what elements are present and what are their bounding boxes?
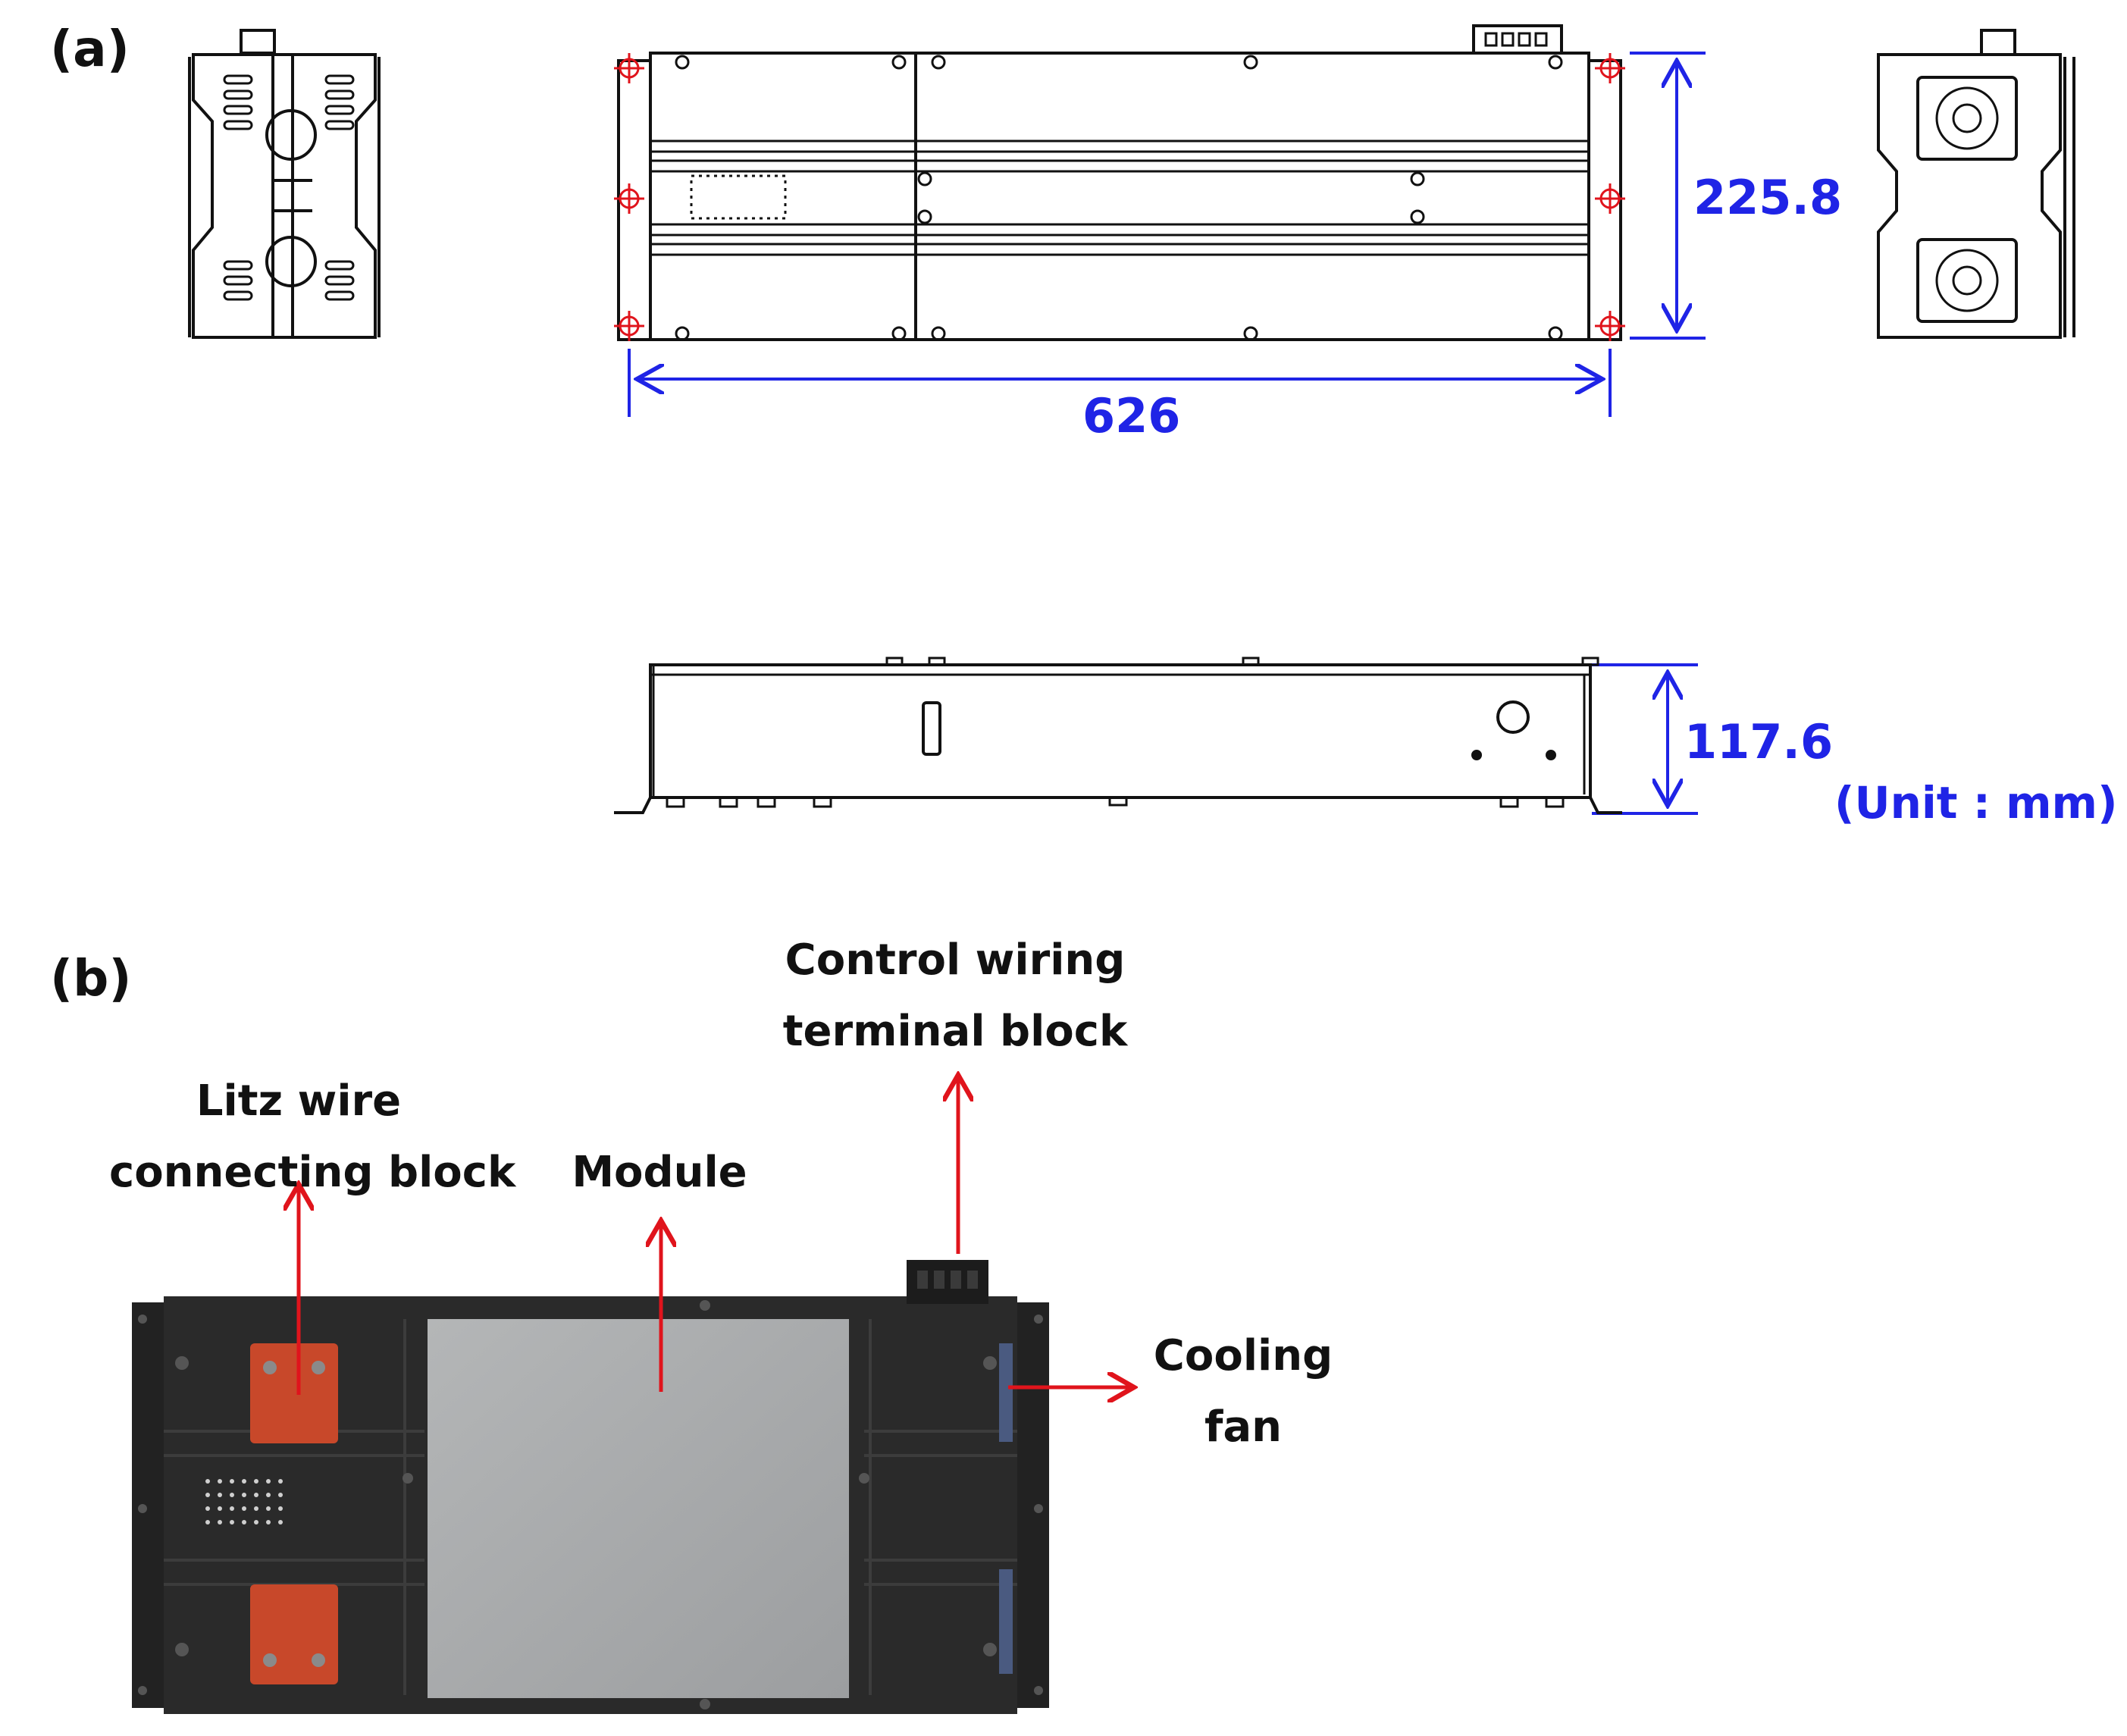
callout-control-line2: terminal block xyxy=(782,1007,1128,1056)
side-view xyxy=(614,656,1622,814)
callout-cooling-fan: Cooling fan xyxy=(1129,1321,1357,1463)
module-panel xyxy=(428,1319,849,1698)
panel-b-label: (b) xyxy=(50,949,132,1007)
panel-a-label: (a) xyxy=(50,20,130,78)
callout-litz-line1: Litz wire xyxy=(196,1076,402,1126)
dimension-height: 117.6 xyxy=(1684,714,1834,769)
panel-a-drawings xyxy=(188,24,2075,815)
top-view xyxy=(614,24,1625,341)
right-end-view xyxy=(1877,29,2075,339)
callout-control-terminal: Control wiring terminal block xyxy=(766,925,1145,1067)
callout-fan-line2: fan xyxy=(1204,1402,1283,1452)
unit-label: (Unit : mm) xyxy=(1834,777,2118,829)
callout-litz-line2: connecting block xyxy=(109,1148,516,1197)
callout-litz-wire: Litz wire connecting block xyxy=(109,1066,516,1208)
callout-control-line1: Control wiring xyxy=(785,935,1126,985)
callout-module: Module xyxy=(572,1148,747,1197)
cooling-fans xyxy=(999,1343,1013,1674)
dimension-length: 626 xyxy=(1082,388,1181,443)
litz-wire-connecting-blocks xyxy=(250,1343,338,1684)
callout-fan-line1: Cooling xyxy=(1153,1331,1333,1380)
left-end-view xyxy=(188,29,381,339)
dimension-lines xyxy=(628,52,1706,815)
panel-b-assembly xyxy=(132,879,2127,1714)
dimension-width: 225.8 xyxy=(1693,170,1843,225)
